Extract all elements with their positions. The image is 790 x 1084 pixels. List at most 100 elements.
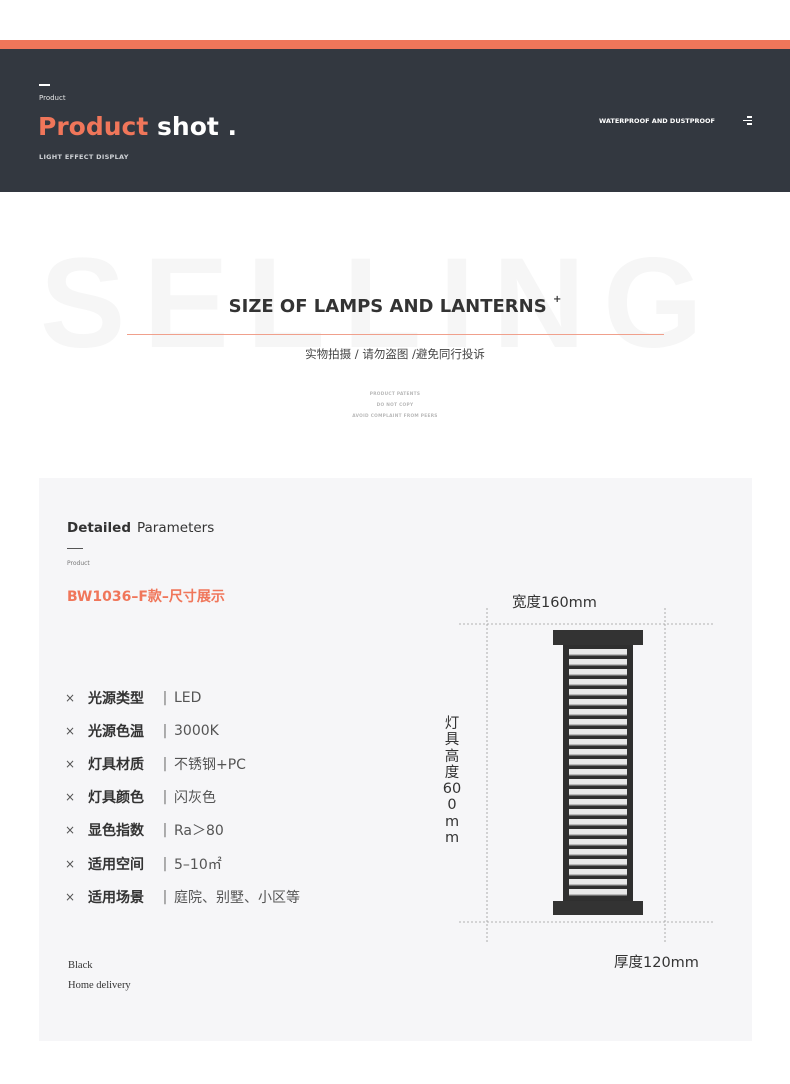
lamp-slat-shadow [569, 774, 627, 776]
spec-key: 适用场景 [88, 889, 144, 906]
lamp-slat [569, 809, 627, 815]
fine-print-line: DO NOT COPY [376, 403, 414, 408]
lamp-slat-shadow [569, 694, 627, 696]
lamp-slat [569, 719, 627, 725]
lamp-body [553, 630, 643, 915]
lamp-slat [569, 699, 627, 705]
lamp-slat-shadow [569, 664, 627, 666]
spec-key: 显色指数 [88, 823, 144, 840]
spec-key: 灯具颜色 [88, 790, 144, 807]
spec-key: 适用空间 [88, 856, 144, 873]
lamp-slat-shadow [569, 684, 627, 686]
hero-dash [39, 84, 50, 86]
lamp-slat-shadow [569, 784, 627, 786]
menu-lines-icon[interactable] [743, 116, 752, 125]
spec-bullet-icon: × [65, 790, 76, 805]
spec-bullet-icon: × [65, 823, 76, 838]
lamp-slat [569, 799, 627, 805]
parameters-heading: Detailed Parameters [67, 520, 214, 536]
dimension-depth-label: 厚度120mm [614, 955, 699, 971]
fine-print-line: PRODUCT PATENTS [369, 392, 421, 397]
hero-subkicker: LIGHT EFFECT DISPLAY [39, 153, 129, 161]
model-title: BW1036–F款–尺寸展示 [67, 589, 225, 605]
spec-value: 3000K [174, 722, 219, 739]
lamp-slat [569, 869, 627, 875]
hero-title-rest: shot . [157, 112, 238, 141]
lamp-slat [569, 649, 627, 655]
lamp-slat-shadow [569, 754, 627, 756]
lamp-slat-shadow [569, 674, 627, 676]
spec-separator: | [162, 722, 168, 739]
spec-separator: | [162, 689, 168, 706]
lamp-slat [569, 819, 627, 825]
hero-kicker: Product [39, 94, 66, 102]
lamp-slat-shadow [569, 854, 627, 856]
lamp-slat-shadow [569, 834, 627, 836]
lamp-slat-shadow [569, 874, 627, 876]
footer-color: Black [68, 960, 93, 971]
spec-separator: | [162, 822, 168, 839]
lamp-slat [569, 749, 627, 755]
dimension-height-label: 灯具高度600mm [442, 716, 462, 847]
lamp-slat [569, 849, 627, 855]
section-title-text: SIZE OF LAMPS AND LANTERNS [228, 296, 547, 317]
lamp-slat-shadow [569, 704, 627, 706]
lamp-slat [569, 739, 627, 745]
spec-value: 不锈钢+PC [174, 756, 246, 773]
lamp-slats [569, 649, 627, 896]
spec-separator: | [162, 789, 168, 806]
lamp-top-cap [553, 630, 643, 645]
parameters-dash [67, 548, 83, 549]
section-title: SIZE OF LAMPS AND LANTERNS + [0, 294, 790, 317]
parameters-heading-rest: Parameters [137, 520, 215, 536]
spec-list: ×光源类型|LED×光源色温|3000K×灯具材质|不锈钢+PC×灯具颜色|闪灰… [65, 681, 300, 913]
parameters-heading-bold: Detailed [67, 520, 131, 536]
spec-key: 灯具材质 [88, 756, 144, 773]
spec-separator: | [162, 888, 168, 905]
lamp-slat [569, 689, 627, 695]
spec-separator: | [162, 855, 168, 872]
lamp-slat [569, 759, 627, 765]
hero-title: Product shot . [38, 112, 237, 141]
spec-bullet-icon: × [65, 690, 76, 705]
spec-row: × 适用场景 | 庭院、别墅、小区等 [65, 880, 300, 913]
spec-key: 光源色温 [88, 723, 144, 740]
lamp-slat [569, 679, 627, 685]
spec-row: × 灯具颜色 | 闪灰色 [65, 781, 300, 814]
lamp-slat-shadow [569, 794, 627, 796]
lamp-slat-shadow [569, 654, 627, 656]
spec-bullet-icon: × [65, 723, 76, 738]
spec-value: LED [174, 689, 202, 706]
section-title-mark: + [552, 294, 562, 305]
lamp-slat-shadow [569, 734, 627, 736]
lamp-slat-shadow [569, 804, 627, 806]
lamp-slat-shadow [569, 764, 627, 766]
lamp-slat [569, 779, 627, 785]
dimension-width-label: 宽度160mm [512, 595, 597, 611]
lamp-slat [569, 709, 627, 715]
lamp-slat [569, 889, 627, 895]
lamp-slat [569, 659, 627, 665]
spec-value: Ra＞80 [174, 823, 224, 840]
spec-value: 庭院、别墅、小区等 [174, 889, 300, 906]
spec-bullet-icon: × [65, 889, 76, 904]
hero-banner: Product Product shot . LIGHT EFFECT DISP… [0, 49, 790, 192]
hero-title-accent: Product [38, 112, 149, 141]
spec-value: 闪灰色 [174, 790, 216, 807]
lamp-slat [569, 839, 627, 845]
lamp-dimension-drawing [459, 608, 715, 944]
footer-delivery: Home delivery [68, 980, 131, 991]
selling-watermark: SELLING [40, 232, 721, 375]
lamp-slat [569, 769, 627, 775]
lamp-slat-shadow [569, 714, 627, 716]
section-subtitle: 实物拍摄 / 请勿盗图 /避免同行投诉 [305, 347, 485, 361]
lamp-slat-shadow [569, 744, 627, 746]
lamp-slat-shadow [569, 864, 627, 866]
spec-separator: | [162, 755, 168, 772]
lamp-slat-shadow [569, 824, 627, 826]
spec-bullet-icon: × [65, 756, 76, 771]
fine-print-line: AVOID COMPLAINT FROM PEERS [352, 414, 438, 419]
lamp-slat [569, 879, 627, 885]
lamp-slat [569, 669, 627, 675]
